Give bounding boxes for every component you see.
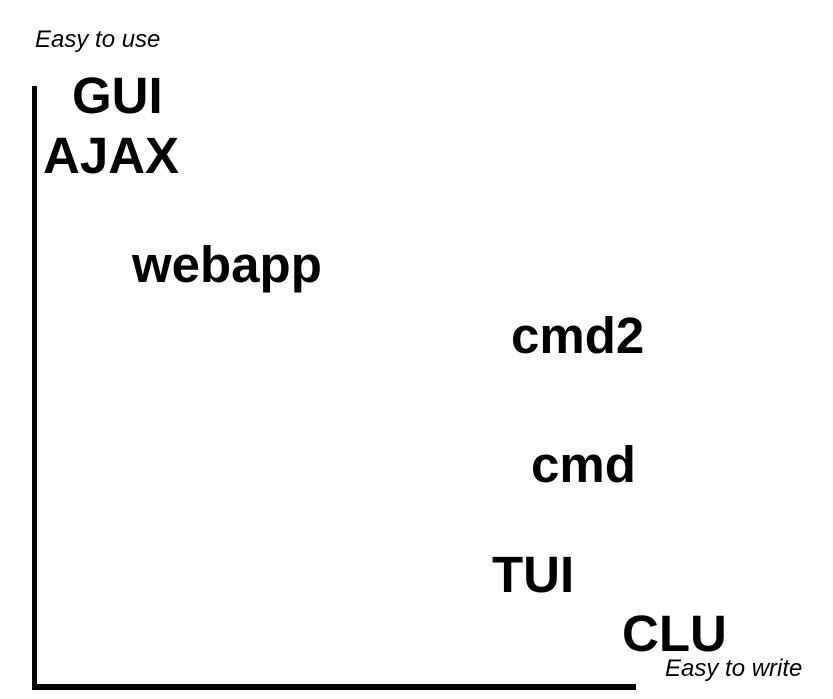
y-axis-label: Easy to use bbox=[35, 26, 161, 53]
x-axis-line bbox=[32, 684, 636, 690]
item-webapp: webapp bbox=[132, 236, 322, 293]
item-cmd2: cmd2 bbox=[511, 307, 645, 364]
item-ajax: AJAX bbox=[43, 127, 180, 184]
y-axis-line bbox=[32, 86, 37, 690]
item-tui: TUI bbox=[492, 546, 575, 603]
x-axis-label: Easy to write bbox=[665, 655, 803, 682]
item-clu: CLU bbox=[622, 605, 727, 662]
item-cmd: cmd bbox=[531, 436, 636, 493]
item-gui: GUI bbox=[72, 67, 163, 124]
